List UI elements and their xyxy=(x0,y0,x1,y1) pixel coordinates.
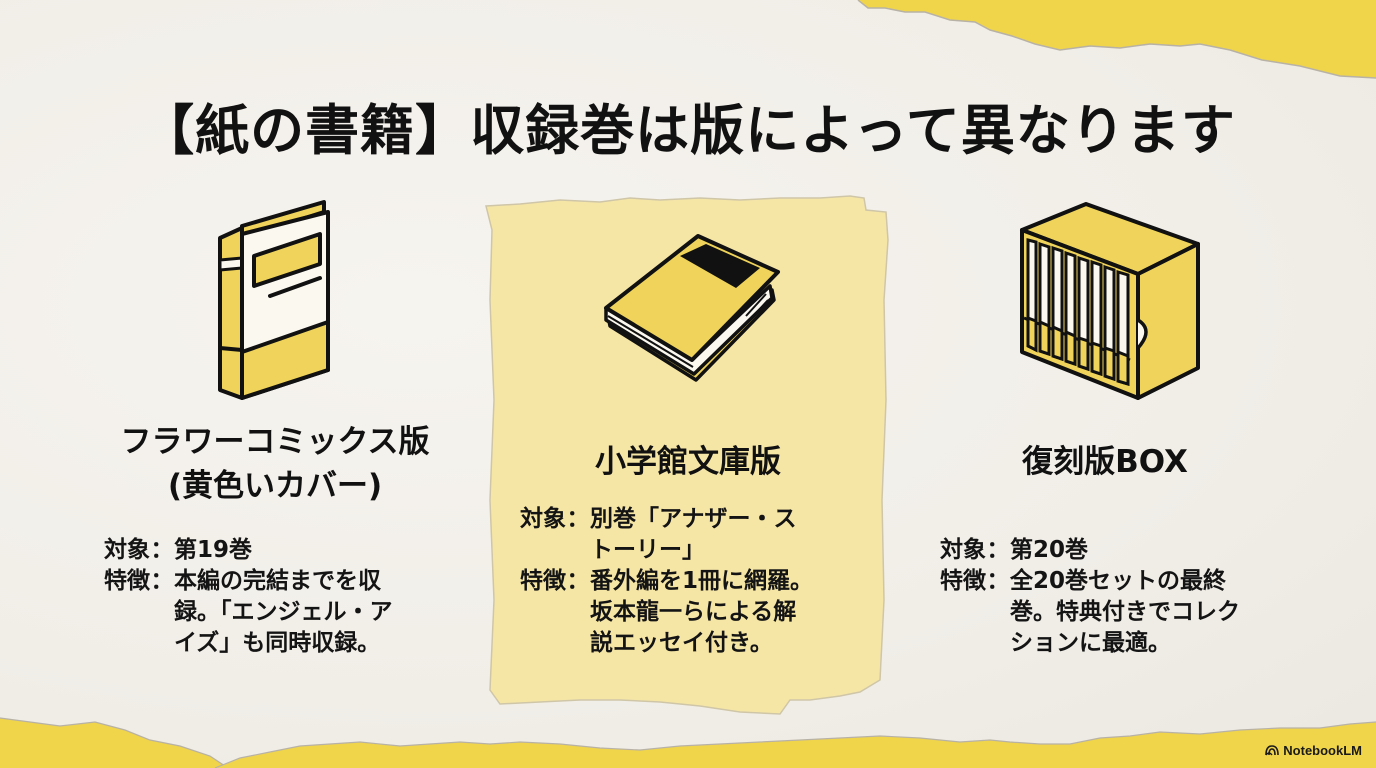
standing-book-icon xyxy=(214,198,334,406)
heading-line-1: 小学館文庫版 xyxy=(595,444,781,480)
target-value: 第20巻 xyxy=(1010,537,1089,563)
box-set-icon xyxy=(1018,200,1200,404)
target-row: 対象 ： 第19巻 xyxy=(104,535,393,566)
edition-details-fukkoku-box: 対象 ： 第20巻 特徴 ： 全20巻セットの最終 巻。特典付きでコレク ション… xyxy=(940,535,1240,659)
brand-label: NotebookLM xyxy=(1283,743,1362,758)
separator: ： xyxy=(150,537,174,563)
target-label: 対象 xyxy=(520,506,566,532)
edition-details-shogakukan-bunko: 対象 ： 別巻「アナザー・ス トーリー」 特徴 ： 番外編を1冊に網羅。 坂本龍… xyxy=(520,504,813,659)
separator: ： xyxy=(566,506,590,532)
target-value: 別巻「アナザー・ス トーリー」 xyxy=(590,506,797,563)
target-label: 対象 xyxy=(104,537,150,563)
heading-line-2: (黄色いカバー) xyxy=(167,468,383,504)
feature-value: 本編の完結までを収 録。「エンジェル・ア イズ」も同時収録。 xyxy=(174,568,393,656)
feature-label: 特徴 xyxy=(104,568,150,594)
feature-row: 特徴 ： 本編の完結までを収 録。「エンジェル・ア イズ」も同時収録。 xyxy=(104,566,393,659)
separator: ： xyxy=(986,568,1010,594)
feature-row: 特徴 ： 番外編を1冊に網羅。 坂本龍一らによる解 説エッセイ付き。 xyxy=(520,566,813,659)
feature-value: 全20巻セットの最終 巻。特典付きでコレク ションに最適。 xyxy=(1010,568,1240,656)
heading-line-1: 復刻版BOX xyxy=(1022,444,1188,480)
target-label: 対象 xyxy=(940,537,986,563)
feature-label: 特徴 xyxy=(940,568,986,594)
page-title: 【紙の書籍】収録巻は版によって異なります xyxy=(140,99,1236,162)
notebooklm-logo-icon xyxy=(1265,745,1280,756)
feature-value: 番外編を1冊に網羅。 坂本龍一らによる解 説エッセイ付き。 xyxy=(590,568,814,656)
heading-line-1: フラワーコミックス版 xyxy=(120,424,430,460)
lying-book-icon xyxy=(596,228,782,388)
target-value: 第19巻 xyxy=(174,537,253,563)
feature-label: 特徴 xyxy=(520,568,566,594)
separator: ： xyxy=(150,568,174,594)
edition-details-flower-comics: 対象 ： 第19巻 特徴 ： 本編の完結までを収 録。「エンジェル・ア イズ」も… xyxy=(104,535,393,659)
separator: ： xyxy=(566,568,590,594)
target-row: 対象 ： 第20巻 xyxy=(940,535,1240,566)
feature-row: 特徴 ： 全20巻セットの最終 巻。特典付きでコレク ションに最適。 xyxy=(940,566,1240,659)
edition-heading-shogakukan-bunko: 小学館文庫版 xyxy=(500,440,876,484)
separator: ： xyxy=(986,537,1010,563)
edition-heading-flower-comics: フラワーコミックス版 (黄色いカバー) xyxy=(90,420,460,508)
edition-heading-fukkoku-box: 復刻版BOX xyxy=(920,440,1290,484)
brand-watermark: NotebookLM xyxy=(1265,743,1362,758)
target-row: 対象 ： 別巻「アナザー・ス トーリー」 xyxy=(520,504,813,566)
